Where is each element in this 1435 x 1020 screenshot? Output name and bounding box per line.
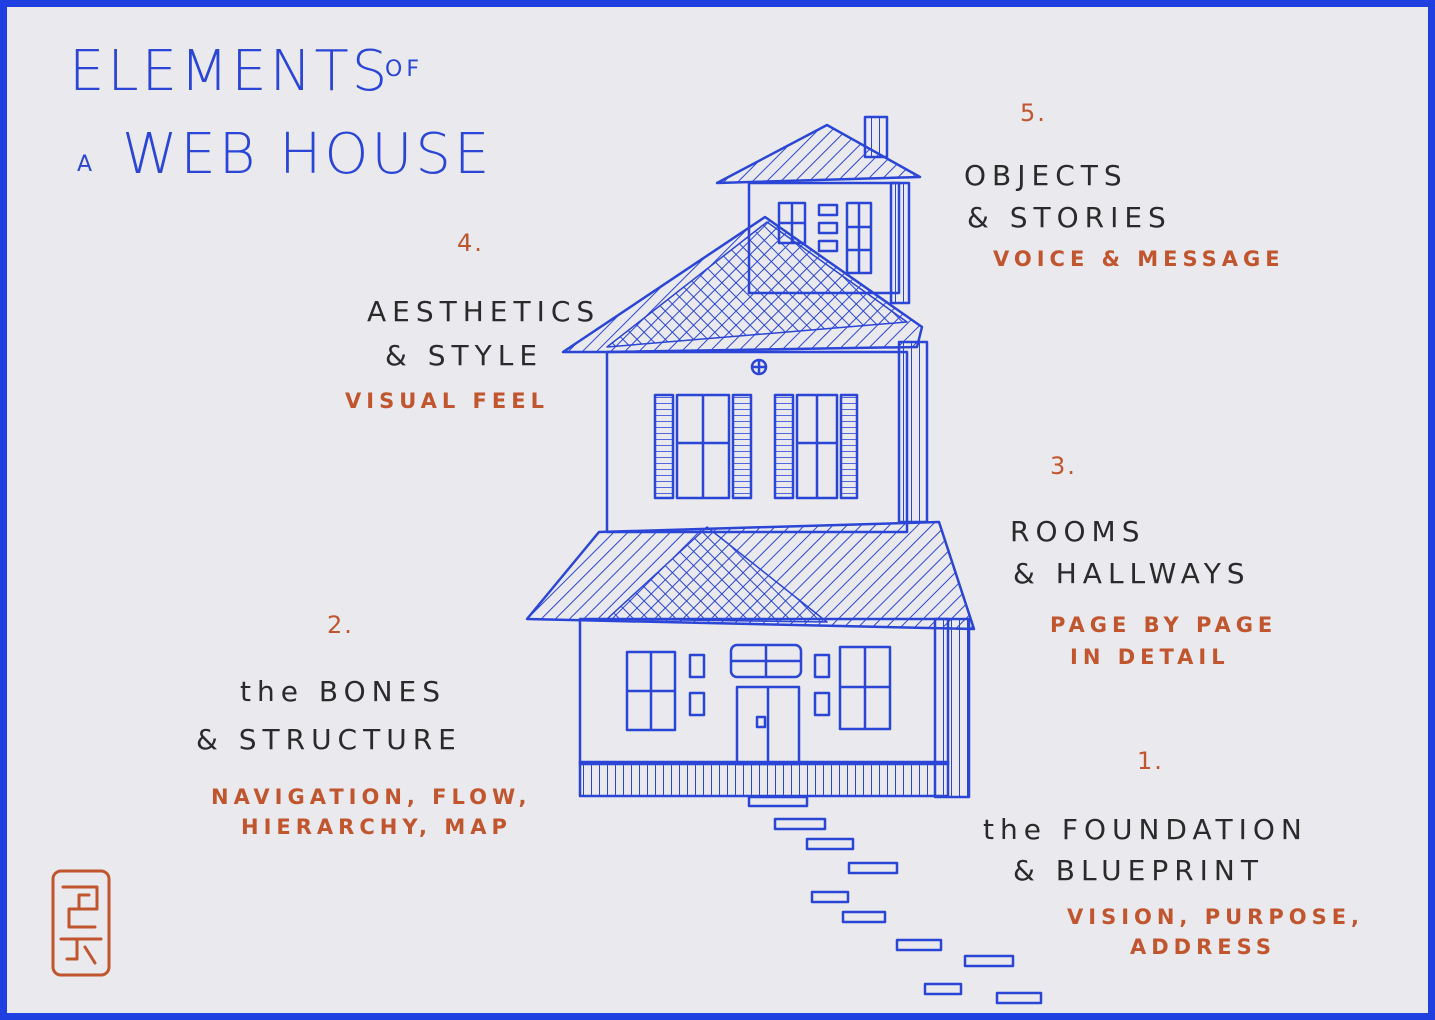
element-1-number: 1. <box>1137 747 1164 775</box>
element-2-heading-line2: & STRUCTURE <box>196 723 462 756</box>
element-4-number: 4. <box>457 229 484 257</box>
diagram-canvas: ELEMENTS OF A WEB HOUSE <box>7 7 1428 1013</box>
element-4-heading-line1: AESTHETICS <box>367 295 600 328</box>
element-1-subtitle-line1: VISION, PURPOSE, <box>1067 905 1364 929</box>
element-2-number: 2. <box>327 611 354 639</box>
element-3-subtitle-line2: IN DETAIL <box>1070 645 1230 669</box>
element-3-subtitle-line1: PAGE BY PAGE <box>1050 613 1277 637</box>
element-5-heading-line1: OBJECTS <box>964 159 1128 192</box>
element-5-heading-line2: & STORIES <box>967 201 1172 234</box>
element-2-subtitle-line2: HIERARCHY, MAP <box>241 815 512 839</box>
element-4-subtitle: VISUAL FEEL <box>345 389 549 413</box>
element-1-subtitle-line2: ADDRESS <box>1130 935 1276 959</box>
element-3-number: 3. <box>1050 452 1077 480</box>
element-4-heading-line2: & STYLE <box>385 339 543 372</box>
element-2-heading-line1: the BONES <box>240 675 446 708</box>
element-5-number: 5. <box>1020 99 1047 127</box>
element-3-heading-line1: ROOMS <box>1010 515 1145 548</box>
signature-seal-icon <box>49 867 113 979</box>
element-1-heading-line2: & BLUEPRINT <box>1013 854 1264 887</box>
element-5-subtitle: VOICE & MESSAGE <box>993 247 1285 271</box>
element-3-heading-line2: & HALLWAYS <box>1013 557 1251 590</box>
element-1-heading-line1: the FOUNDATION <box>983 813 1308 846</box>
element-2-subtitle-line1: NAVIGATION, FLOW, <box>211 785 531 809</box>
